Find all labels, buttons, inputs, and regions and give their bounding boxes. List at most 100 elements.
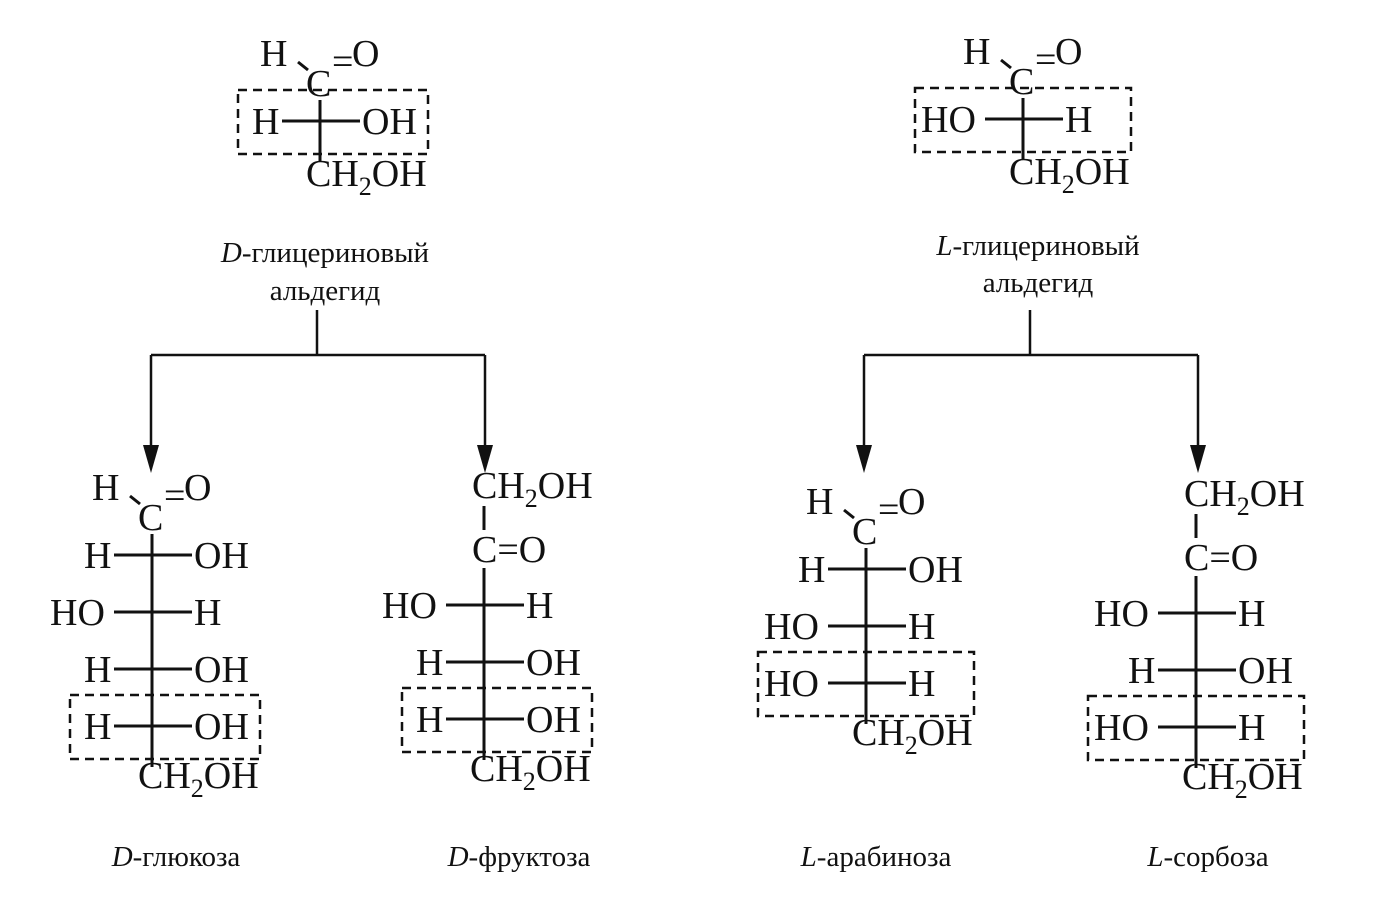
oh-part: OH xyxy=(1248,756,1303,798)
caption-rest: -фруктоза xyxy=(469,841,591,873)
ch2oh-group: CH2OH xyxy=(472,465,593,513)
substituent-left: HO xyxy=(1094,593,1149,635)
molecule-caption: D-глюкоза xyxy=(111,841,241,873)
subscript-2: 2 xyxy=(905,731,918,760)
substituent-right: OH xyxy=(1238,650,1293,692)
molecule-caption: D-фруктоза xyxy=(447,841,591,873)
aldehyde-h-atom: H xyxy=(806,481,833,523)
substituent-left: H xyxy=(798,549,825,591)
ch2oh-group: CH2OH xyxy=(306,153,427,201)
ch-part: CH xyxy=(306,153,359,195)
oh-part: OH xyxy=(536,748,591,790)
ch-part: CH xyxy=(852,712,905,754)
double-bond-sign: = xyxy=(164,475,185,517)
aldehyde-oxygen-atom: O xyxy=(184,467,211,509)
substituent-right: OH xyxy=(526,699,581,741)
substituent-left: H xyxy=(84,706,111,748)
caption-rest: -глюкоза xyxy=(133,841,241,873)
molecule-caption: альдегид xyxy=(270,275,381,307)
aldehyde-h-atom: H xyxy=(260,33,287,75)
substituent-right: OH xyxy=(908,549,963,591)
substituent-right: H xyxy=(526,585,553,627)
ch2oh-group: CH2OH xyxy=(852,712,973,760)
ch2oh-group: CH2OH xyxy=(470,748,591,796)
substituent-left: H xyxy=(1128,650,1155,692)
ch2oh-group: CH2OH xyxy=(138,755,259,803)
configuration-highlight-box xyxy=(756,650,976,718)
configuration-highlight-box xyxy=(236,88,430,156)
configuration-highlight-box xyxy=(1086,694,1306,762)
substituent-left: H xyxy=(84,649,111,691)
oh-part: OH xyxy=(1075,151,1130,193)
molecule-caption: D-глицериновый xyxy=(220,237,429,269)
substituent-right: OH xyxy=(194,535,249,577)
substituent-left: HO xyxy=(764,663,819,705)
substituent-left: HO xyxy=(50,592,105,634)
oh-part: OH xyxy=(204,755,259,797)
aldehyde-oxygen-atom: O xyxy=(352,33,379,75)
substituent-left: H xyxy=(84,535,111,577)
ch-part: CH xyxy=(472,465,525,507)
ch-part: CH xyxy=(1009,151,1062,193)
ch2oh-group: CH2OH xyxy=(1184,473,1305,521)
molecule-caption: альдегид xyxy=(983,267,1094,299)
oh-part: OH xyxy=(538,465,593,507)
aldehyde-h-bond xyxy=(1000,58,1012,70)
substituent-right: H xyxy=(1065,99,1092,141)
subscript-2: 2 xyxy=(191,774,204,803)
aldehyde-carbon-atom: C xyxy=(138,497,163,539)
molecule-caption: L-глицериновый xyxy=(935,230,1139,262)
subscript-2: 2 xyxy=(359,172,372,201)
substituent-right: H xyxy=(194,592,221,634)
configuration-highlight-box xyxy=(400,686,594,754)
ch2oh-group: CH2OH xyxy=(1009,151,1130,199)
ch-part: CH xyxy=(470,748,523,790)
ch-part: CH xyxy=(138,755,191,797)
substituent-right: H xyxy=(1238,707,1265,749)
substituent-left: H xyxy=(416,699,443,741)
keto-group: C=O xyxy=(472,529,546,571)
aldehyde-oxygen-atom: O xyxy=(1055,31,1082,73)
aldehyde-carbon-atom: C xyxy=(852,511,877,553)
arrow-d-glyceraldehyde-to-products xyxy=(143,310,493,473)
caption-rest: -глицериновый xyxy=(952,230,1139,262)
configuration-highlight-box xyxy=(913,86,1133,154)
oh-part: OH xyxy=(1250,473,1305,515)
substituent-right: H xyxy=(908,663,935,705)
subscript-2: 2 xyxy=(523,767,536,796)
double-bond-sign: = xyxy=(1035,39,1056,81)
caption-rest: -глицериновый xyxy=(242,237,429,269)
arrow-l-glyceraldehyde-to-products xyxy=(856,310,1206,473)
configuration-letter: L xyxy=(800,841,817,873)
aldehyde-h-bond xyxy=(843,508,855,520)
substituent-right: OH xyxy=(194,706,249,748)
substituent-left: HO xyxy=(1094,707,1149,749)
ch-part: CH xyxy=(1184,473,1237,515)
caption-rest: -арабиноза xyxy=(817,841,952,873)
substituent-left: H xyxy=(252,101,279,143)
double-bond-sign: = xyxy=(332,41,353,83)
subscript-2: 2 xyxy=(525,484,538,513)
ch-part: CH xyxy=(1182,756,1235,798)
molecule-caption: L-арабиноза xyxy=(800,841,952,873)
double-bond-sign: = xyxy=(878,489,899,531)
configuration-letter: L xyxy=(1146,841,1163,873)
configuration-letter: D xyxy=(220,237,242,269)
substituent-left: H xyxy=(416,642,443,684)
substituent-right: H xyxy=(908,606,935,648)
substituent-right: OH xyxy=(526,642,581,684)
aldehyde-carbon-atom: C xyxy=(1009,61,1034,103)
subscript-2: 2 xyxy=(1237,492,1250,521)
substituent-left: HO xyxy=(764,606,819,648)
subscript-2: 2 xyxy=(1062,170,1075,199)
ch2oh-group: CH2OH xyxy=(1182,756,1303,804)
aldehyde-carbon-atom: C xyxy=(306,63,331,105)
aldehyde-h-bond xyxy=(129,494,141,506)
substituent-left: HO xyxy=(382,585,437,627)
oh-part: OH xyxy=(372,153,427,195)
